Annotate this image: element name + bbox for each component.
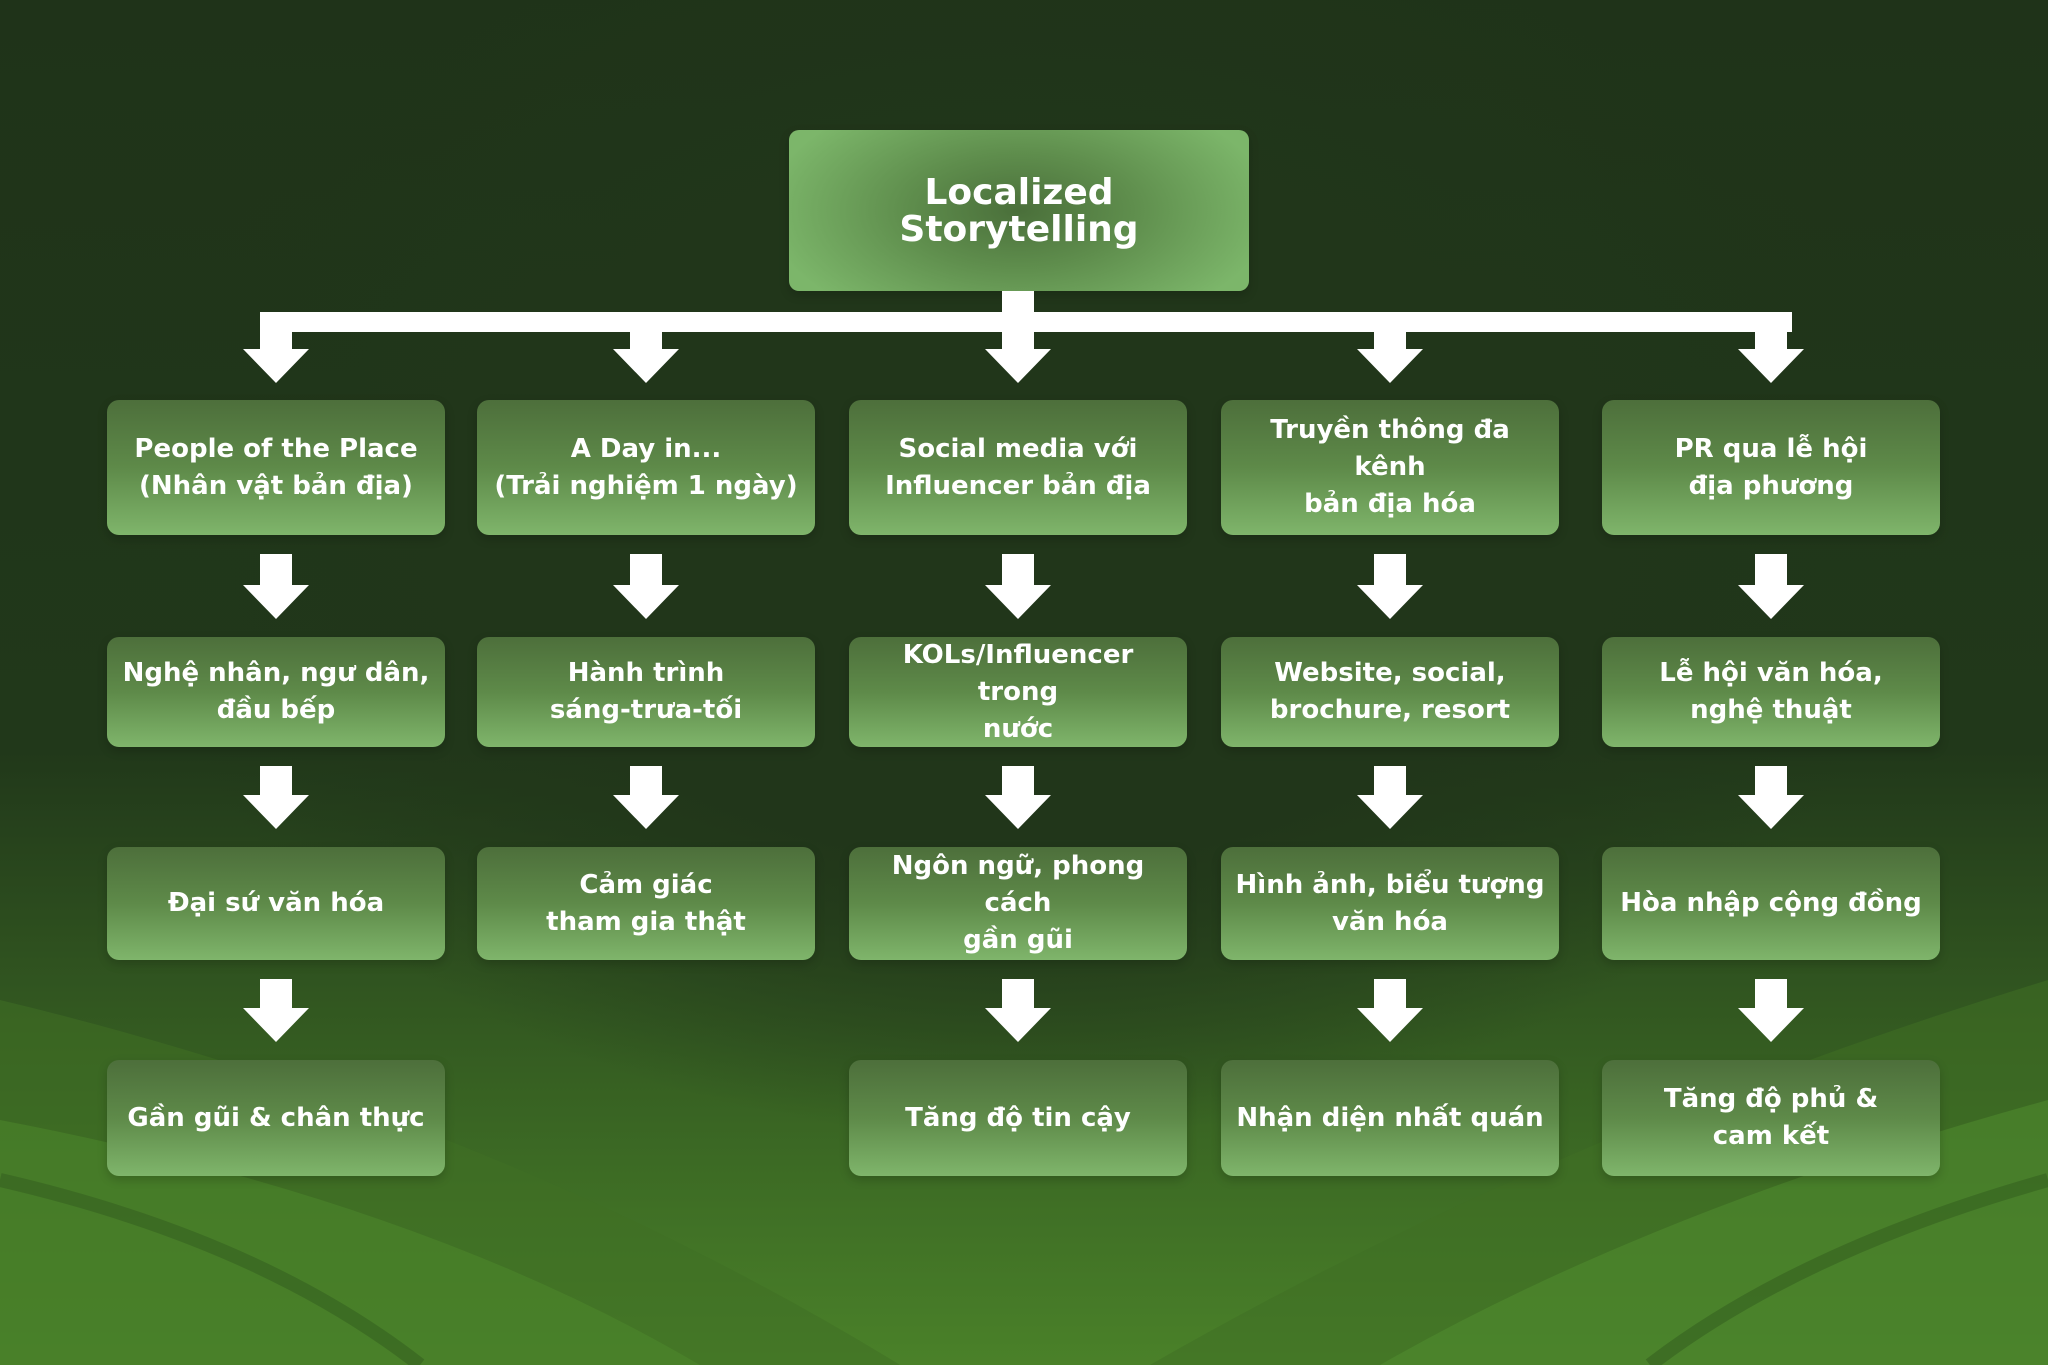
node-label: Ngôn ngữ, phong cách gần gũi bbox=[891, 851, 1145, 955]
node-label: Cảm giác tham gia thật bbox=[546, 869, 746, 937]
node-label: KOLs/Influencer trong nước bbox=[902, 639, 1134, 744]
node-label: Lễ hội văn hóa, nghệ thuật bbox=[1659, 658, 1883, 725]
node-label: Website, social, brochure, resort bbox=[1269, 658, 1511, 725]
node-col1-step3: Đại sứ văn hóa bbox=[107, 847, 445, 960]
node-col5-step3: Hòa nhập cộng đồng bbox=[1602, 847, 1940, 960]
node-label: A Day in... (Trải nghiệm 1 ngày) bbox=[494, 433, 798, 501]
node-col2-step3: Cảm giác tham gia thật bbox=[477, 847, 815, 960]
node-col5-step1: PR qua lễ hội địa phương bbox=[1602, 400, 1940, 535]
node-label: Tăng độ tin cậy bbox=[905, 1102, 1131, 1133]
node-col2-step2: Hành trình sáng-trưa-tối bbox=[477, 637, 815, 747]
node-label: Nghệ nhân, ngư dân, đầu bếp bbox=[122, 658, 430, 725]
node-col4-step1: Truyền thông đa kênh bản địa hóa bbox=[1221, 400, 1559, 535]
node-col3-step3: Ngôn ngữ, phong cách gần gũi bbox=[849, 847, 1187, 960]
node-label: Gần gũi & chân thực bbox=[127, 1102, 425, 1133]
node-col5-step4: Tăng độ phủ & cam kết bbox=[1602, 1060, 1940, 1176]
node-col3-step4: Tăng độ tin cậy bbox=[849, 1060, 1187, 1176]
node-label: Nhận diện nhất quán bbox=[1236, 1102, 1544, 1133]
node-col4-step4: Nhận diện nhất quán bbox=[1221, 1060, 1559, 1176]
node-label: Hành trình sáng-trưa-tối bbox=[549, 658, 743, 725]
node-label: Truyền thông đa kênh bản địa hóa bbox=[1270, 415, 1510, 519]
node-col4-step3: Hình ảnh, biểu tượng văn hóa bbox=[1221, 847, 1559, 960]
node-col2-step1: A Day in... (Trải nghiệm 1 ngày) bbox=[477, 400, 815, 535]
node-col3-step1: Social media với Influencer bản địa bbox=[849, 400, 1187, 535]
node-col5-step2: Lễ hội văn hóa, nghệ thuật bbox=[1602, 637, 1940, 747]
node-col1-step1: People of the Place (Nhân vật bản địa) bbox=[107, 400, 445, 535]
node-col1-step2: Nghệ nhân, ngư dân, đầu bếp bbox=[107, 637, 445, 747]
node-label: PR qua lễ hội địa phương bbox=[1674, 433, 1868, 501]
node-label: Social media với Influencer bản địa bbox=[885, 433, 1151, 501]
node-label: People of the Place (Nhân vật bản địa) bbox=[134, 433, 418, 501]
node-label: Tăng độ phủ & cam kết bbox=[1663, 1084, 1879, 1151]
node-col4-step2: Website, social, brochure, resort bbox=[1221, 637, 1559, 747]
node-col1-step4: Gần gũi & chân thực bbox=[107, 1060, 445, 1176]
root-node: Localized Storytelling bbox=[789, 130, 1249, 291]
node-label: Đại sứ văn hóa bbox=[167, 888, 385, 918]
root-label: Localized Storytelling bbox=[899, 171, 1139, 250]
node-col3-step2: KOLs/Influencer trong nước bbox=[849, 637, 1187, 747]
node-label: Hình ảnh, biểu tượng văn hóa bbox=[1235, 869, 1545, 937]
node-label: Hòa nhập cộng đồng bbox=[1620, 888, 1922, 918]
